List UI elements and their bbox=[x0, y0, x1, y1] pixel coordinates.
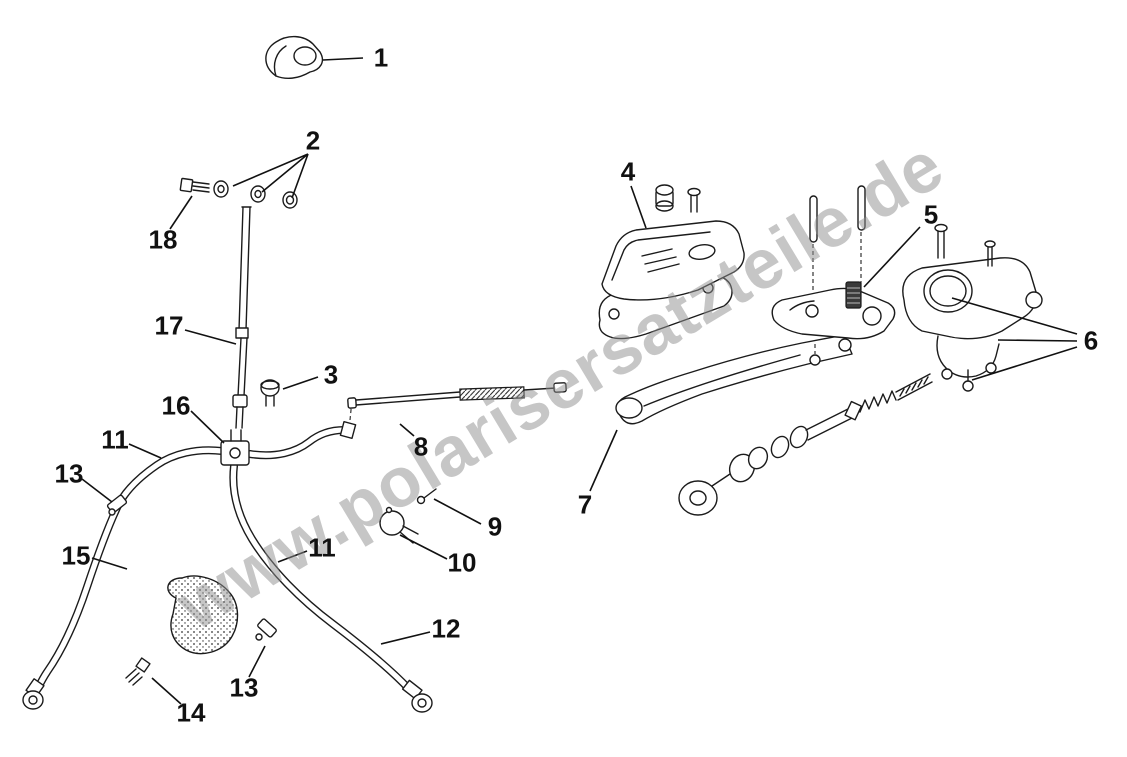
part-8-hose-to-cable bbox=[246, 399, 357, 460]
part-16-junction-block bbox=[220, 429, 250, 466]
part-8-cable bbox=[347, 382, 567, 409]
part-14-bolt bbox=[125, 657, 151, 686]
part-6-body bbox=[902, 223, 1043, 392]
part-17-rod bbox=[232, 206, 252, 429]
part-10-clamp bbox=[379, 506, 419, 544]
part-18-bolt bbox=[179, 177, 229, 198]
part-15-hose bbox=[22, 446, 226, 710]
part-9-screw bbox=[416, 488, 437, 505]
part-1-boot bbox=[265, 35, 324, 80]
part-3-fitting bbox=[260, 379, 280, 407]
part-13-clip-lower bbox=[255, 618, 277, 641]
part-guard-blob bbox=[167, 575, 239, 655]
part-4-cover bbox=[601, 184, 745, 301]
part-piston-assembly bbox=[678, 373, 933, 516]
part-5-bracket bbox=[771, 281, 896, 366]
part-7-lever bbox=[615, 334, 853, 425]
leader-lines bbox=[81, 57, 1078, 705]
part-2-washers bbox=[250, 185, 298, 209]
part-12-hose bbox=[229, 462, 433, 713]
part-pins bbox=[809, 185, 866, 290]
part-13-clip-upper bbox=[106, 494, 128, 516]
